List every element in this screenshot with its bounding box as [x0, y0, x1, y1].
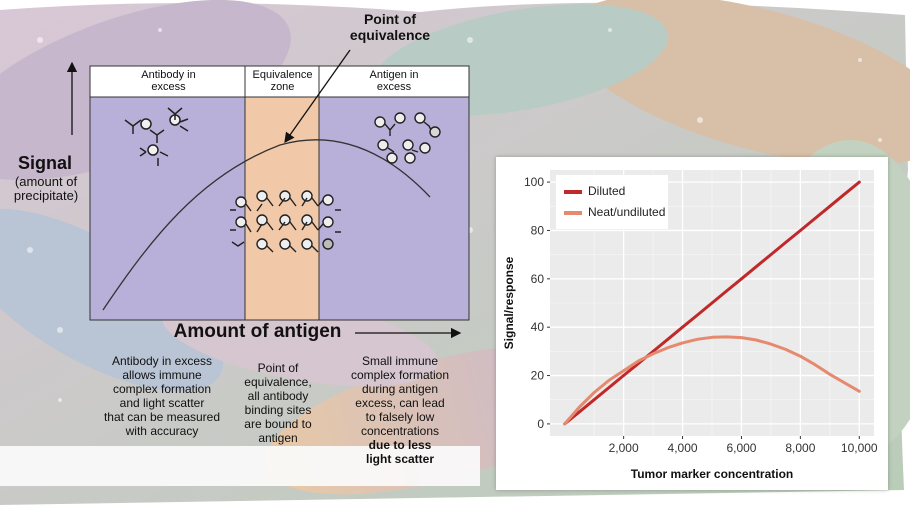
x-tick-label: 2,000: [609, 441, 639, 455]
legend-label-neat: Neat/undiluted: [588, 205, 666, 219]
x-axis-title: Tumor marker concentration: [631, 467, 793, 481]
lattice-complex-icon: [230, 190, 341, 253]
caption-equivalence: Point of equivalence, all antibody bindi…: [244, 361, 312, 445]
equivalence-arrow: [284, 49, 351, 144]
legend-label-diluted: Diluted: [588, 184, 626, 198]
equivalence-zone: [244, 96, 320, 321]
zone-label-equivalence: Equivalence zone: [252, 69, 313, 93]
y-tick-label: 0: [537, 417, 544, 431]
y-tick-label: 60: [531, 272, 545, 286]
legend-swatch-diluted: [564, 190, 582, 194]
y-tick-label: 100: [524, 175, 544, 189]
x-tick-label: 4,000: [668, 441, 698, 455]
precipitation-curve: [102, 139, 431, 311]
neat-line: [563, 335, 861, 426]
signal-axis-sublabel: (amount of precipitate): [13, 174, 79, 203]
zone-label-antibody-excess: Antibody in excess: [141, 69, 196, 93]
amount-of-antigen-label: Amount of antigen: [173, 321, 342, 342]
point-of-equivalence-label: Point of equivalence: [349, 11, 431, 43]
antigen-complex-icon: [374, 112, 441, 164]
legend-swatch-neat: [564, 211, 582, 215]
diluted-line: [563, 180, 861, 426]
antibody-complex-icon: [124, 107, 189, 166]
y-tick-label: 20: [531, 369, 545, 383]
caption-antigen-excess: Small immune complex formation during an…: [350, 354, 450, 438]
signal-axis-label: Signal: [17, 153, 72, 173]
chart-legend: Diluted Neat/undiluted: [556, 175, 668, 229]
y-tick-label: 40: [531, 320, 545, 334]
caption-antibody-excess: Antibody in excess allows immune complex…: [103, 354, 221, 438]
antibody-excess-zone: [89, 96, 246, 321]
y-axis-title: Signal/response: [502, 256, 516, 349]
antigen-excess-zone: [318, 96, 470, 321]
x-tick-label: 6,000: [726, 441, 756, 455]
x-tick-label: 8,000: [785, 441, 815, 455]
caption-antigen-excess-tail: due to less light scatter: [365, 438, 434, 466]
zone-label-antigen-excess: Antigen in excess: [369, 69, 419, 93]
y-tick-label: 80: [531, 223, 545, 237]
x-tick-label: 10,000: [841, 441, 878, 455]
